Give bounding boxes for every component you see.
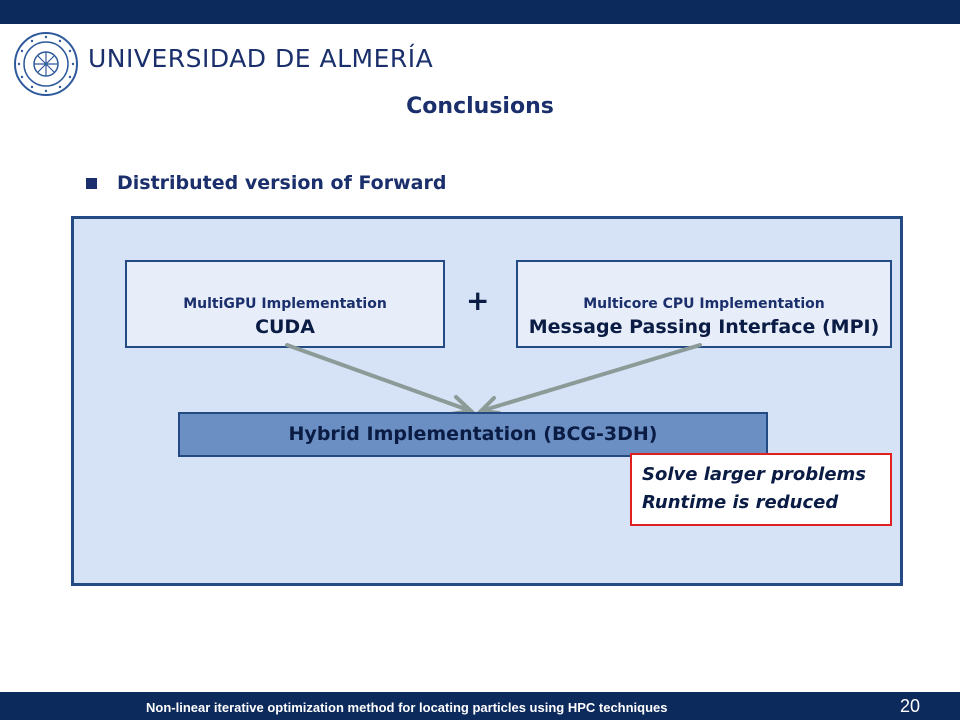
multicore-box: Multicore CPU Implementation Message Pas… <box>516 260 892 348</box>
multigpu-subtitle: MultiGPU Implementation <box>183 296 387 312</box>
footer-text: Non-linear iterative optimization method… <box>146 700 668 715</box>
footer-bar: Non-linear iterative optimization method… <box>0 692 960 720</box>
multigpu-box: MultiGPU Implementation CUDA <box>125 260 445 348</box>
top-bar <box>0 0 960 24</box>
results-box: Solve larger problems Runtime is reduced <box>630 453 892 526</box>
multigpu-main: CUDA <box>255 316 315 338</box>
university-seal-icon <box>14 32 78 96</box>
page-number: 20 <box>900 696 921 716</box>
bullet-item: Distributed version of Forward <box>86 172 446 194</box>
slide-title: Conclusions <box>406 94 554 119</box>
bullet-text: Distributed version of Forward <box>117 172 447 194</box>
hybrid-box: Hybrid Implementation (BCG-3DH) <box>178 412 768 457</box>
plus-sign: + <box>466 284 490 317</box>
multicore-subtitle: Multicore CPU Implementation <box>583 296 825 312</box>
university-name: UNIVERSIDAD DE ALMERÍA <box>88 44 434 73</box>
result-line-2: Runtime is reduced <box>642 492 839 513</box>
result-line-1: Solve larger problems <box>642 464 866 485</box>
multicore-main: Message Passing Interface (MPI) <box>528 316 880 338</box>
bullet-square-icon <box>86 177 97 189</box>
